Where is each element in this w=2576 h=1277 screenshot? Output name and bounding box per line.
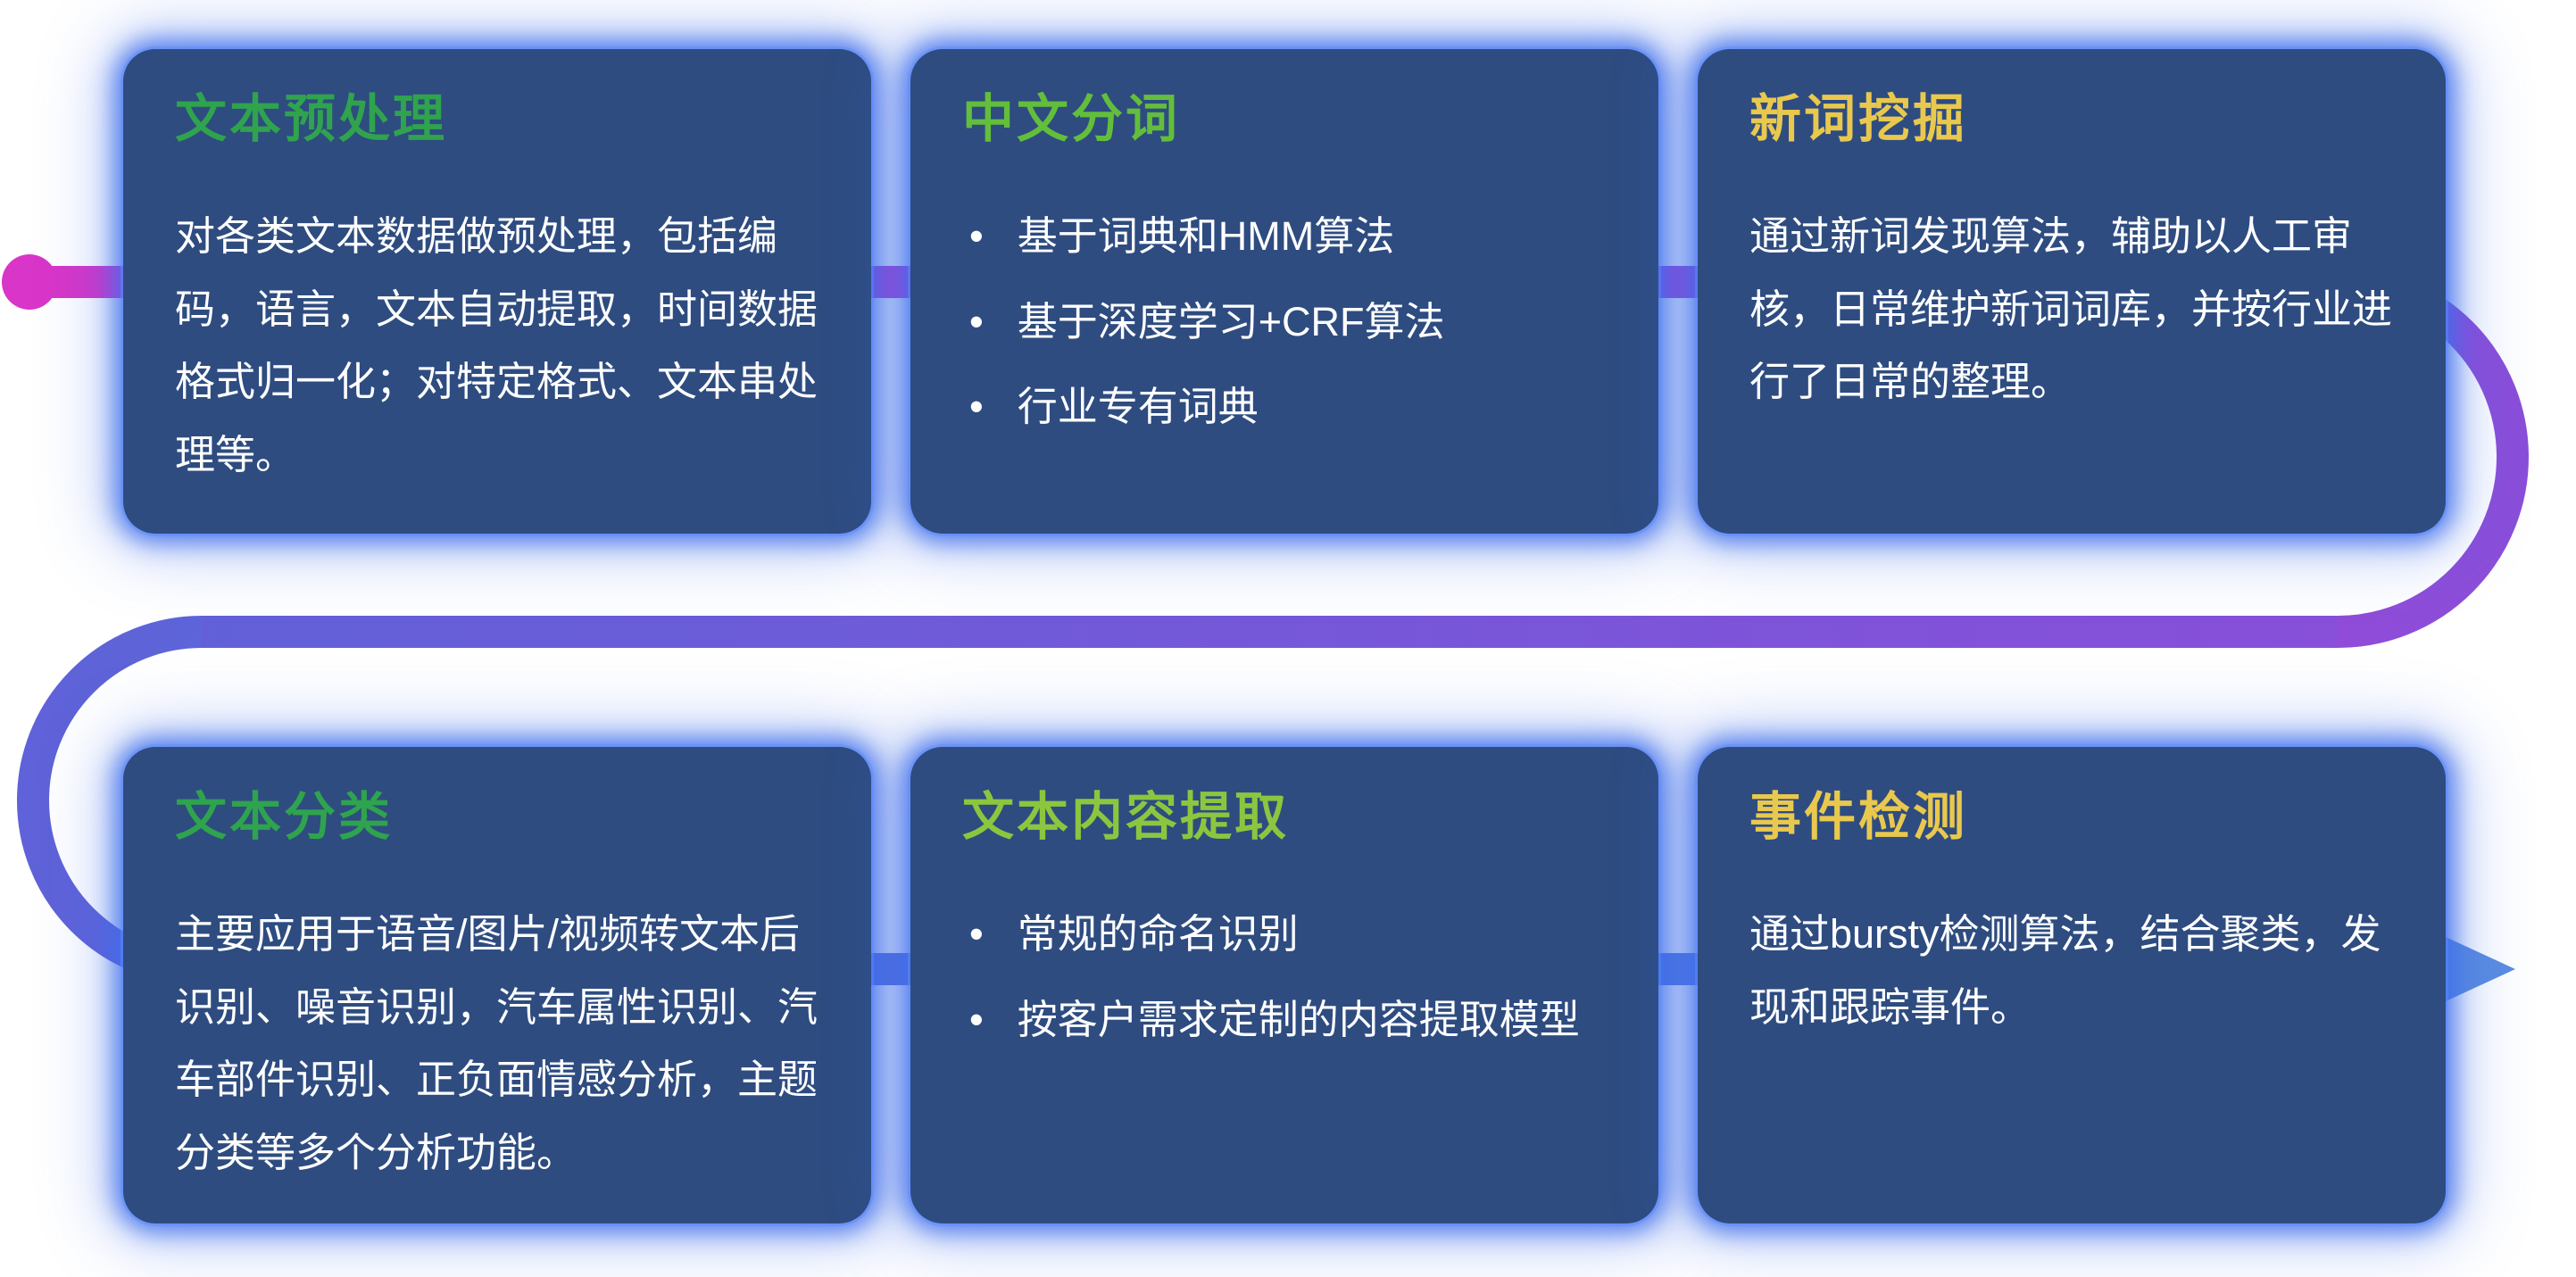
bullet-list-text-content-extraction: 常规的命名识别 按客户需求定制的内容提取模型 [962,898,1607,1057]
card-row-bottom: 文本分类 主要应用于语音/图片/视频转文本后识别、噪音识别，汽车属性识别、汽车部… [123,747,2446,1223]
card-title-text-classification: 文本分类 [175,788,394,846]
card-text-preprocessing: 文本预处理 对各类文本数据做预处理，包括编码，语言，文本自动提取，时间数据格式归… [123,49,871,534]
card-body-new-word-mining: 通过新词发现算法，辅助以人工审核，日常维护新词词库，并按行业进行了日常的整理。 [1749,212,2393,405]
card-title-event-detection: 事件检测 [1749,788,1968,846]
card-title-new-word-mining: 新词挖掘 [1749,90,1968,148]
bullet-item: 行业专有词典 [969,370,1607,444]
bullet-item: 基于深度学习+CRF算法 [969,286,1607,359]
card-event-detection: 事件检测 通过bursty检测算法，结合聚类，发现和跟踪事件。 [1698,747,2446,1223]
card-title-text-content-extraction: 文本内容提取 [962,788,1290,846]
card-text-classification: 文本分类 主要应用于语音/图片/视频转文本后识别、噪音识别，汽车属性识别、汽车部… [123,747,871,1223]
card-chinese-word-segmentation: 中文分词 基于词典和HMM算法 基于深度学习+CRF算法 行业专有词典 [910,49,1658,534]
card-new-word-mining: 新词挖掘 通过新词发现算法，辅助以人工审核，日常维护新词词库，并按行业进行了日常… [1698,49,2446,534]
card-row-top: 文本预处理 对各类文本数据做预处理，包括编码，语言，文本自动提取，时间数据格式归… [123,49,2446,534]
card-title-text-preprocessing: 文本预处理 [175,90,448,148]
bullet-item: 按客户需求定制的内容提取模型 [969,983,1607,1057]
card-body-text-preprocessing: 对各类文本数据做预处理，包括编码，语言，文本自动提取，时间数据格式归一化；对特定… [175,212,819,478]
card-text-content-extraction: 文本内容提取 常规的命名识别 按客户需求定制的内容提取模型 [910,747,1658,1223]
flow-arrow-icon [2446,937,2515,1001]
flow-start-dot-icon [2,254,57,310]
bullet-list-chinese-word-segmentation: 基于词典和HMM算法 基于深度学习+CRF算法 行业专有词典 [962,200,1607,444]
card-body-event-detection: 通过bursty检测算法，结合聚类，发现和跟踪事件。 [1749,910,2381,1030]
card-body-text-classification: 主要应用于语音/图片/视频转文本后识别、噪音识别，汽车属性识别、汽车部件识别、正… [175,910,819,1176]
bullet-item: 常规的命名识别 [969,898,1607,971]
card-title-chinese-word-segmentation: 中文分词 [962,90,1181,148]
bullet-item: 基于词典和HMM算法 [969,200,1607,273]
